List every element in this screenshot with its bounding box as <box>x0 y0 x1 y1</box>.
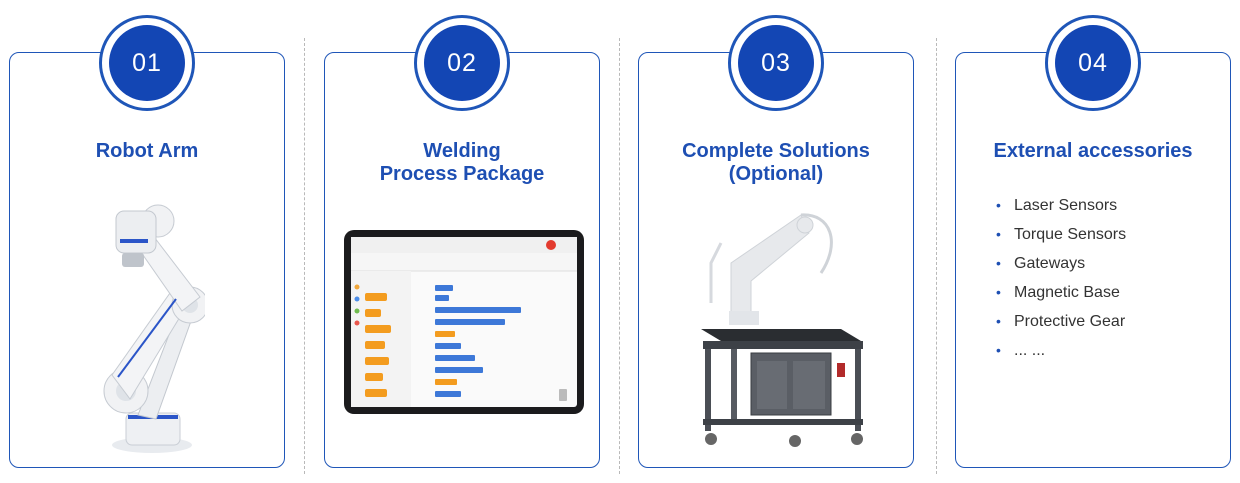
divider-1 <box>304 38 305 474</box>
number-badge-ring: 03 <box>728 15 824 111</box>
list-item: ... ... <box>994 336 1126 365</box>
card-title: Welding Process Package <box>325 140 599 186</box>
number-badge: 04 <box>1055 25 1131 101</box>
card-complete-solutions: Complete Solutions (Optional) 03 <box>638 15 914 468</box>
card-title: External accessories <box>956 140 1230 163</box>
list-item: Laser Sensors <box>994 191 1126 220</box>
card-title-line: External accessories <box>993 140 1193 162</box>
card-title-line: (Optional) <box>728 163 824 185</box>
divider-2 <box>619 38 620 474</box>
list-item: Magnetic Base <box>994 278 1126 307</box>
card-title-line: Process Package <box>379 163 545 185</box>
list-item: Protective Gear <box>994 307 1126 336</box>
number-badge-ring: 02 <box>414 15 510 111</box>
accessories-list: Laser Sensors Torque Sensors Gateways Ma… <box>994 191 1126 365</box>
robot-arm-image <box>103 204 205 453</box>
card-title: Robot Arm <box>10 140 284 163</box>
card-external-accessories: External accessories Laser Sensors Torqu… <box>955 15 1231 468</box>
number-badge-ring: 04 <box>1045 15 1141 111</box>
card-title-line: Complete Solutions <box>682 140 870 162</box>
card-welding-package: Welding Process Package 02 <box>324 15 600 468</box>
list-item: Gateways <box>994 249 1126 278</box>
number-badge: 01 <box>109 25 185 101</box>
number-badge-ring: 01 <box>99 15 195 111</box>
list-item: Torque Sensors <box>994 220 1126 249</box>
card-title-line: Robot Arm <box>95 140 199 162</box>
card-robot-arm: Robot Arm 01 <box>9 15 285 468</box>
tablet-software-image <box>344 230 584 414</box>
divider-3 <box>936 38 937 474</box>
number-badge: 02 <box>424 25 500 101</box>
welding-workstation-image <box>701 213 863 447</box>
card-title-line: Welding <box>423 140 501 162</box>
card-title: Complete Solutions (Optional) <box>639 140 913 186</box>
number-badge: 03 <box>738 25 814 101</box>
